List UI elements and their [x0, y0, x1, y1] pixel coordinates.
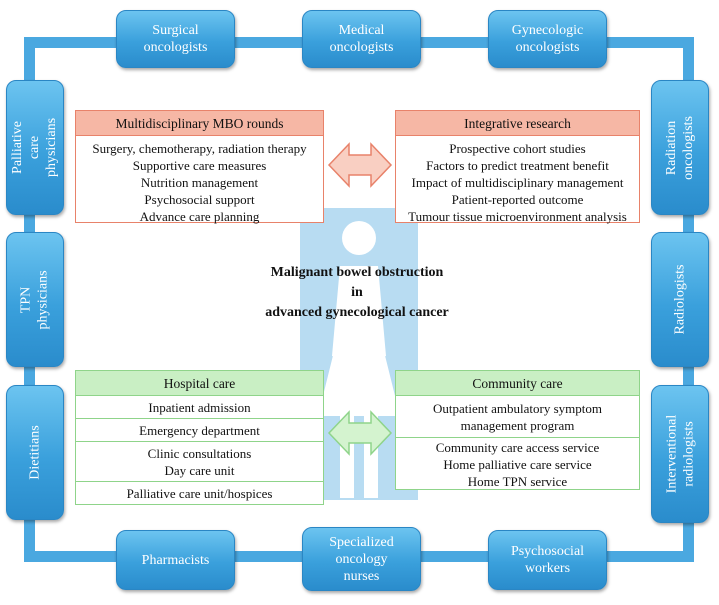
panel-integrative-research: Integrative research Prospective cohort … — [395, 110, 640, 225]
table-row: Clinic consultations Day care unit — [76, 442, 323, 482]
list-item: Nutrition management — [140, 175, 259, 190]
tile-interventional-radiologists: Interventional radiologists — [651, 385, 709, 523]
list-item: Patient-reported outcome — [451, 192, 584, 207]
tile-medical-oncologists: Medical oncologists — [302, 10, 421, 68]
list-item: Advance care planning — [139, 209, 260, 224]
tile-radiation-oncologists: Radiation oncologists — [651, 80, 709, 215]
panel-hospital-care-header: Hospital care — [76, 371, 323, 396]
panel-mbo-rounds-header: Multidisciplinary MBO rounds — [76, 111, 323, 136]
tile-gynecologic-oncologists: Gynecologic oncologists — [488, 10, 607, 68]
list-item: Supportive care measures — [132, 158, 267, 173]
double-arrow-research-icon — [327, 142, 393, 188]
table-row: Outpatient ambulatory symptom management… — [396, 396, 639, 438]
panel-community-care-header: Community care — [396, 371, 639, 396]
tile-radiologists: Radiologists — [651, 232, 709, 367]
panel-mbo-rounds: Multidisciplinary MBO rounds Surgery, ch… — [75, 110, 324, 225]
list-item: Surgery, chemotherapy, radiation therapy — [92, 141, 307, 156]
panel-community-care: Community care Outpatient ambulatory sym… — [395, 370, 640, 490]
mbo-rounds-list: Surgery, chemotherapy, radiation therapy… — [76, 136, 323, 225]
list-item: Factors to predict treatment benefit — [426, 158, 609, 173]
tile-pharmacists: Pharmacists — [116, 530, 235, 590]
double-arrow-care-icon — [327, 410, 393, 456]
research-list: Prospective cohort studies Factors to pr… — [396, 136, 639, 225]
table-row: Emergency department — [76, 419, 323, 442]
list-item: Impact of multidisciplinary management — [411, 175, 624, 190]
tile-dietitians: Dietitians — [6, 385, 64, 520]
tile-psychosocial-workers: Psychosocial workers — [488, 530, 607, 590]
tile-tpn-physicians: TPN physicians — [6, 232, 64, 367]
diagram-title: Malignant bowel obstruction in advanced … — [265, 265, 449, 320]
tile-specialized-oncology-nurses: Specialized oncology nurses — [302, 527, 421, 591]
panel-hospital-care: Hospital care Inpatient admission Emerge… — [75, 370, 324, 505]
list-item: Psychosocial support — [144, 192, 255, 207]
table-row: Palliative care unit/hospices — [126, 485, 273, 501]
panel-integrative-research-header: Integrative research — [396, 111, 639, 136]
table-row: Community care access service Home palli… — [435, 439, 600, 489]
table-row: Inpatient admission — [76, 396, 323, 419]
tile-palliative-care-physicians: Palliative care physicians — [6, 80, 64, 215]
list-item: Tumour tissue microenvironment analysis — [408, 209, 627, 224]
list-item: Prospective cohort studies — [449, 141, 586, 156]
tile-surgical-oncologists: Surgical oncologists — [116, 10, 235, 68]
